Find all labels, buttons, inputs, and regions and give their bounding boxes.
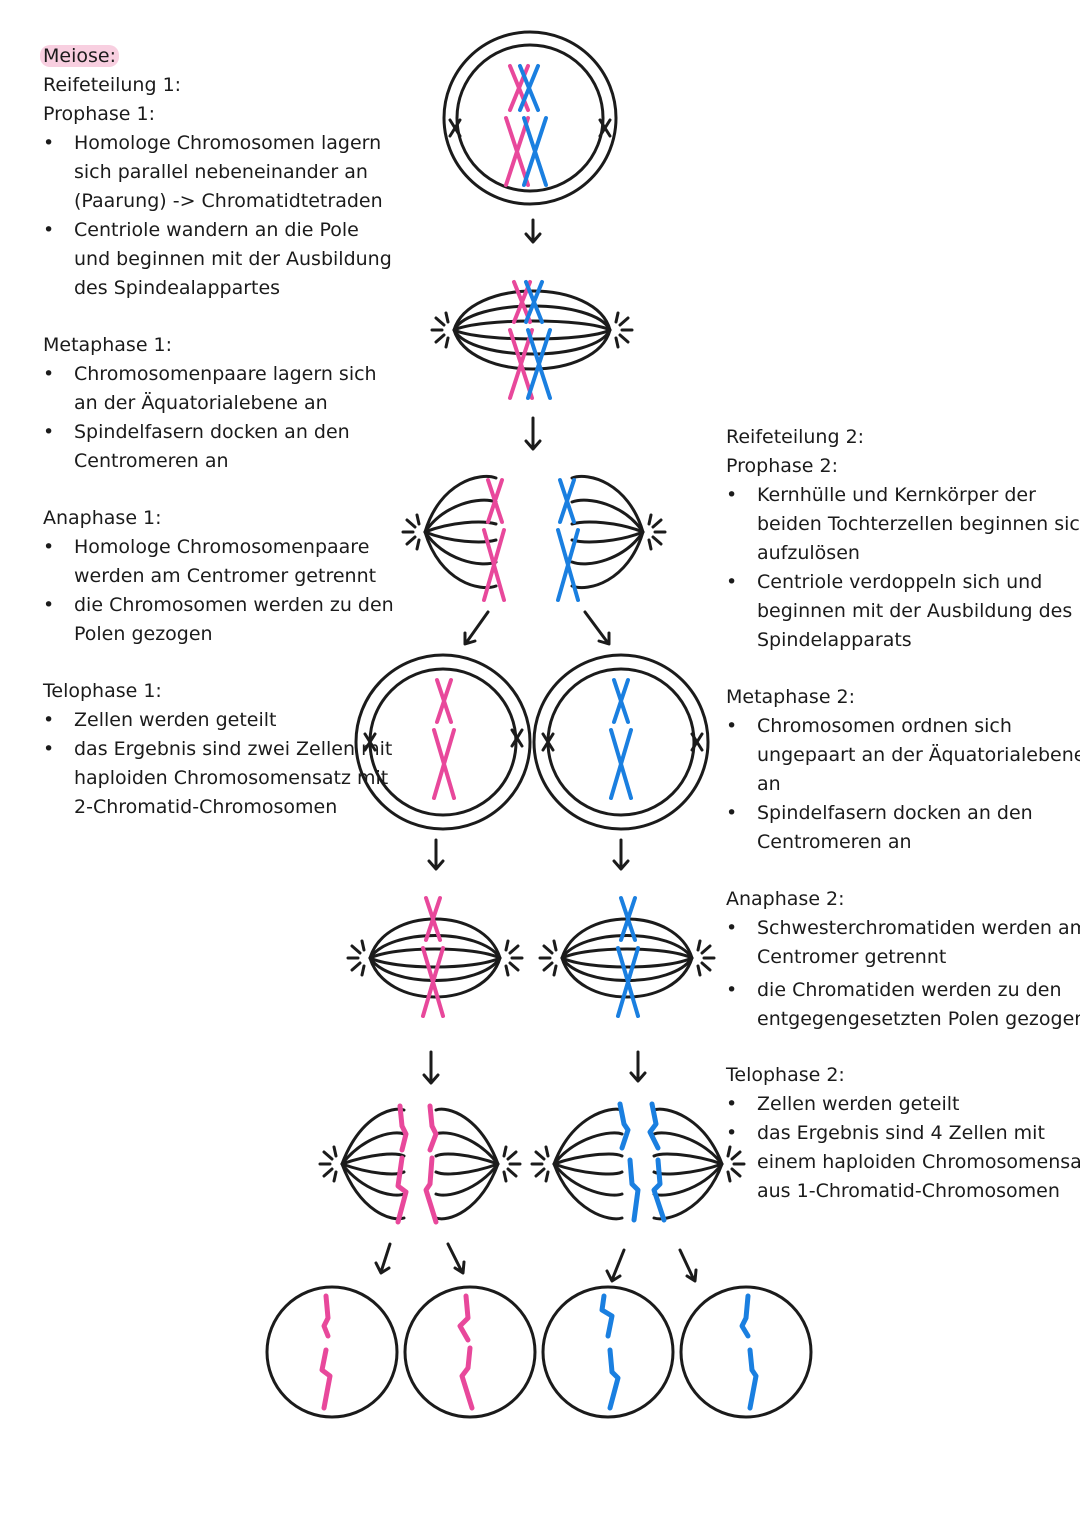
aster-icon (530, 1145, 550, 1183)
aster-icon (726, 1145, 746, 1183)
left-notes: Meiose: Reifeteilung 1: Prophase 1: Homo… (40, 42, 394, 822)
list-item: das Ergebnis sind zwei Zellen mithaploid… (43, 735, 394, 822)
prophase-1-cell (442, 30, 618, 206)
metaphase-2-heading: Metaphase 2: (726, 686, 856, 708)
aster-icon (504, 939, 524, 977)
aster-icon (318, 1145, 338, 1183)
centriole-icon (363, 732, 377, 752)
arrow-down-right-icon (583, 610, 611, 646)
aster-icon (538, 939, 558, 977)
prophase-2-heading: Prophase 2: (726, 455, 839, 477)
telophase-1-notes: Telophase 1: Zellen werden geteilt das E… (43, 677, 394, 822)
chromosome (421, 896, 445, 1018)
daughter-cell (541, 1285, 675, 1419)
daughter-cell (265, 1285, 399, 1419)
chromosome (616, 896, 640, 1018)
anaphase-1-heading: Anaphase 1: (43, 507, 162, 529)
arrow-down-icon (422, 1050, 440, 1085)
centriole-icon (510, 728, 524, 748)
list-item: Zellen werden geteilt (43, 706, 394, 735)
chromatid (617, 1101, 667, 1223)
arrow-down-left-icon (463, 610, 490, 646)
centriole-icon (448, 118, 462, 138)
metaphase-2-spindle-left (346, 896, 524, 1018)
list-item: Zellen werden geteilt (726, 1090, 1080, 1119)
chromosome (432, 678, 456, 800)
arrow-down-icon (524, 218, 542, 244)
anaphase-1-spindle (401, 474, 667, 602)
daughter-cell (403, 1285, 537, 1419)
division-1-heading: Reifeteilung 1: (43, 74, 182, 96)
metaphase-2-notes: Metaphase 2: Chromosomen ordnen sichunge… (726, 683, 1080, 857)
chromosome-pair (508, 280, 552, 400)
centriole-icon (541, 732, 555, 752)
right-notes: Reifeteilung 2: Prophase 2: Kernhülle un… (726, 423, 1080, 1206)
aster-icon (696, 939, 716, 977)
aster-icon (647, 513, 667, 551)
telophase-2-notes: Telophase 2: Zellen werden geteilt das E… (726, 1061, 1080, 1206)
metaphase-1-heading: Metaphase 1: (43, 334, 173, 356)
metaphase-1-spindle (430, 280, 634, 400)
metaphase-2-spindle-right (538, 896, 716, 1018)
anaphase-2-heading: Anaphase 2: (726, 888, 845, 910)
telophase-1-cell-right (532, 653, 710, 831)
chromosome (609, 678, 633, 800)
arrow-down-right-icon (678, 1248, 698, 1283)
arrow-down-icon (612, 838, 630, 871)
aster-icon (401, 513, 421, 551)
prophase-2-notes: Prophase 2: Kernhülle und Kernkörper der… (726, 452, 1080, 655)
prophase-1-notes: Prophase 1: Homologe Chromosomen lagerns… (43, 100, 394, 303)
anaphase-2-spindle-right (530, 1101, 746, 1223)
telophase-1-heading: Telophase 1: (43, 680, 162, 702)
list-item: Schwesterchromatiden werden amCentromer … (726, 914, 1080, 972)
centriole-icon (598, 118, 612, 138)
division-2-heading: Reifeteilung 2: (726, 426, 865, 448)
aster-icon (614, 311, 634, 349)
chromatid (395, 1103, 439, 1225)
list-item: die Chromatiden werden zu denentgegenges… (726, 976, 1080, 1034)
aster-icon (502, 1145, 522, 1183)
arrow-down-icon (524, 416, 542, 451)
telophase-2-heading: Telophase 2: (726, 1064, 845, 1086)
chromosome (482, 478, 506, 602)
arrow-down-icon (629, 1050, 647, 1083)
chromosome-pair (504, 64, 548, 187)
page-title: Meiose: (40, 42, 394, 71)
centriole-icon (690, 732, 704, 752)
daughter-cell (679, 1285, 813, 1419)
anaphase-2-notes: Anaphase 2: Schwesterchromatiden werden … (726, 885, 1080, 1034)
anaphase-1-notes: Anaphase 1: Homologe Chromosomenpaarewer… (43, 504, 394, 649)
anaphase-2-spindle-left (318, 1103, 522, 1225)
prophase-1-heading: Prophase 1: (43, 103, 156, 125)
telophase-1-cell-left (354, 653, 532, 831)
aster-icon (346, 939, 366, 977)
arrow-down-icon (427, 838, 445, 871)
arrow-down-left-icon (374, 1242, 392, 1275)
arrow-down-right-icon (446, 1242, 466, 1275)
chromosome (556, 478, 580, 602)
arrow-down-left-icon (605, 1248, 626, 1283)
metaphase-1-notes: Metaphase 1: Chromosomenpaare lagern sic… (43, 331, 394, 476)
aster-icon (430, 311, 450, 349)
